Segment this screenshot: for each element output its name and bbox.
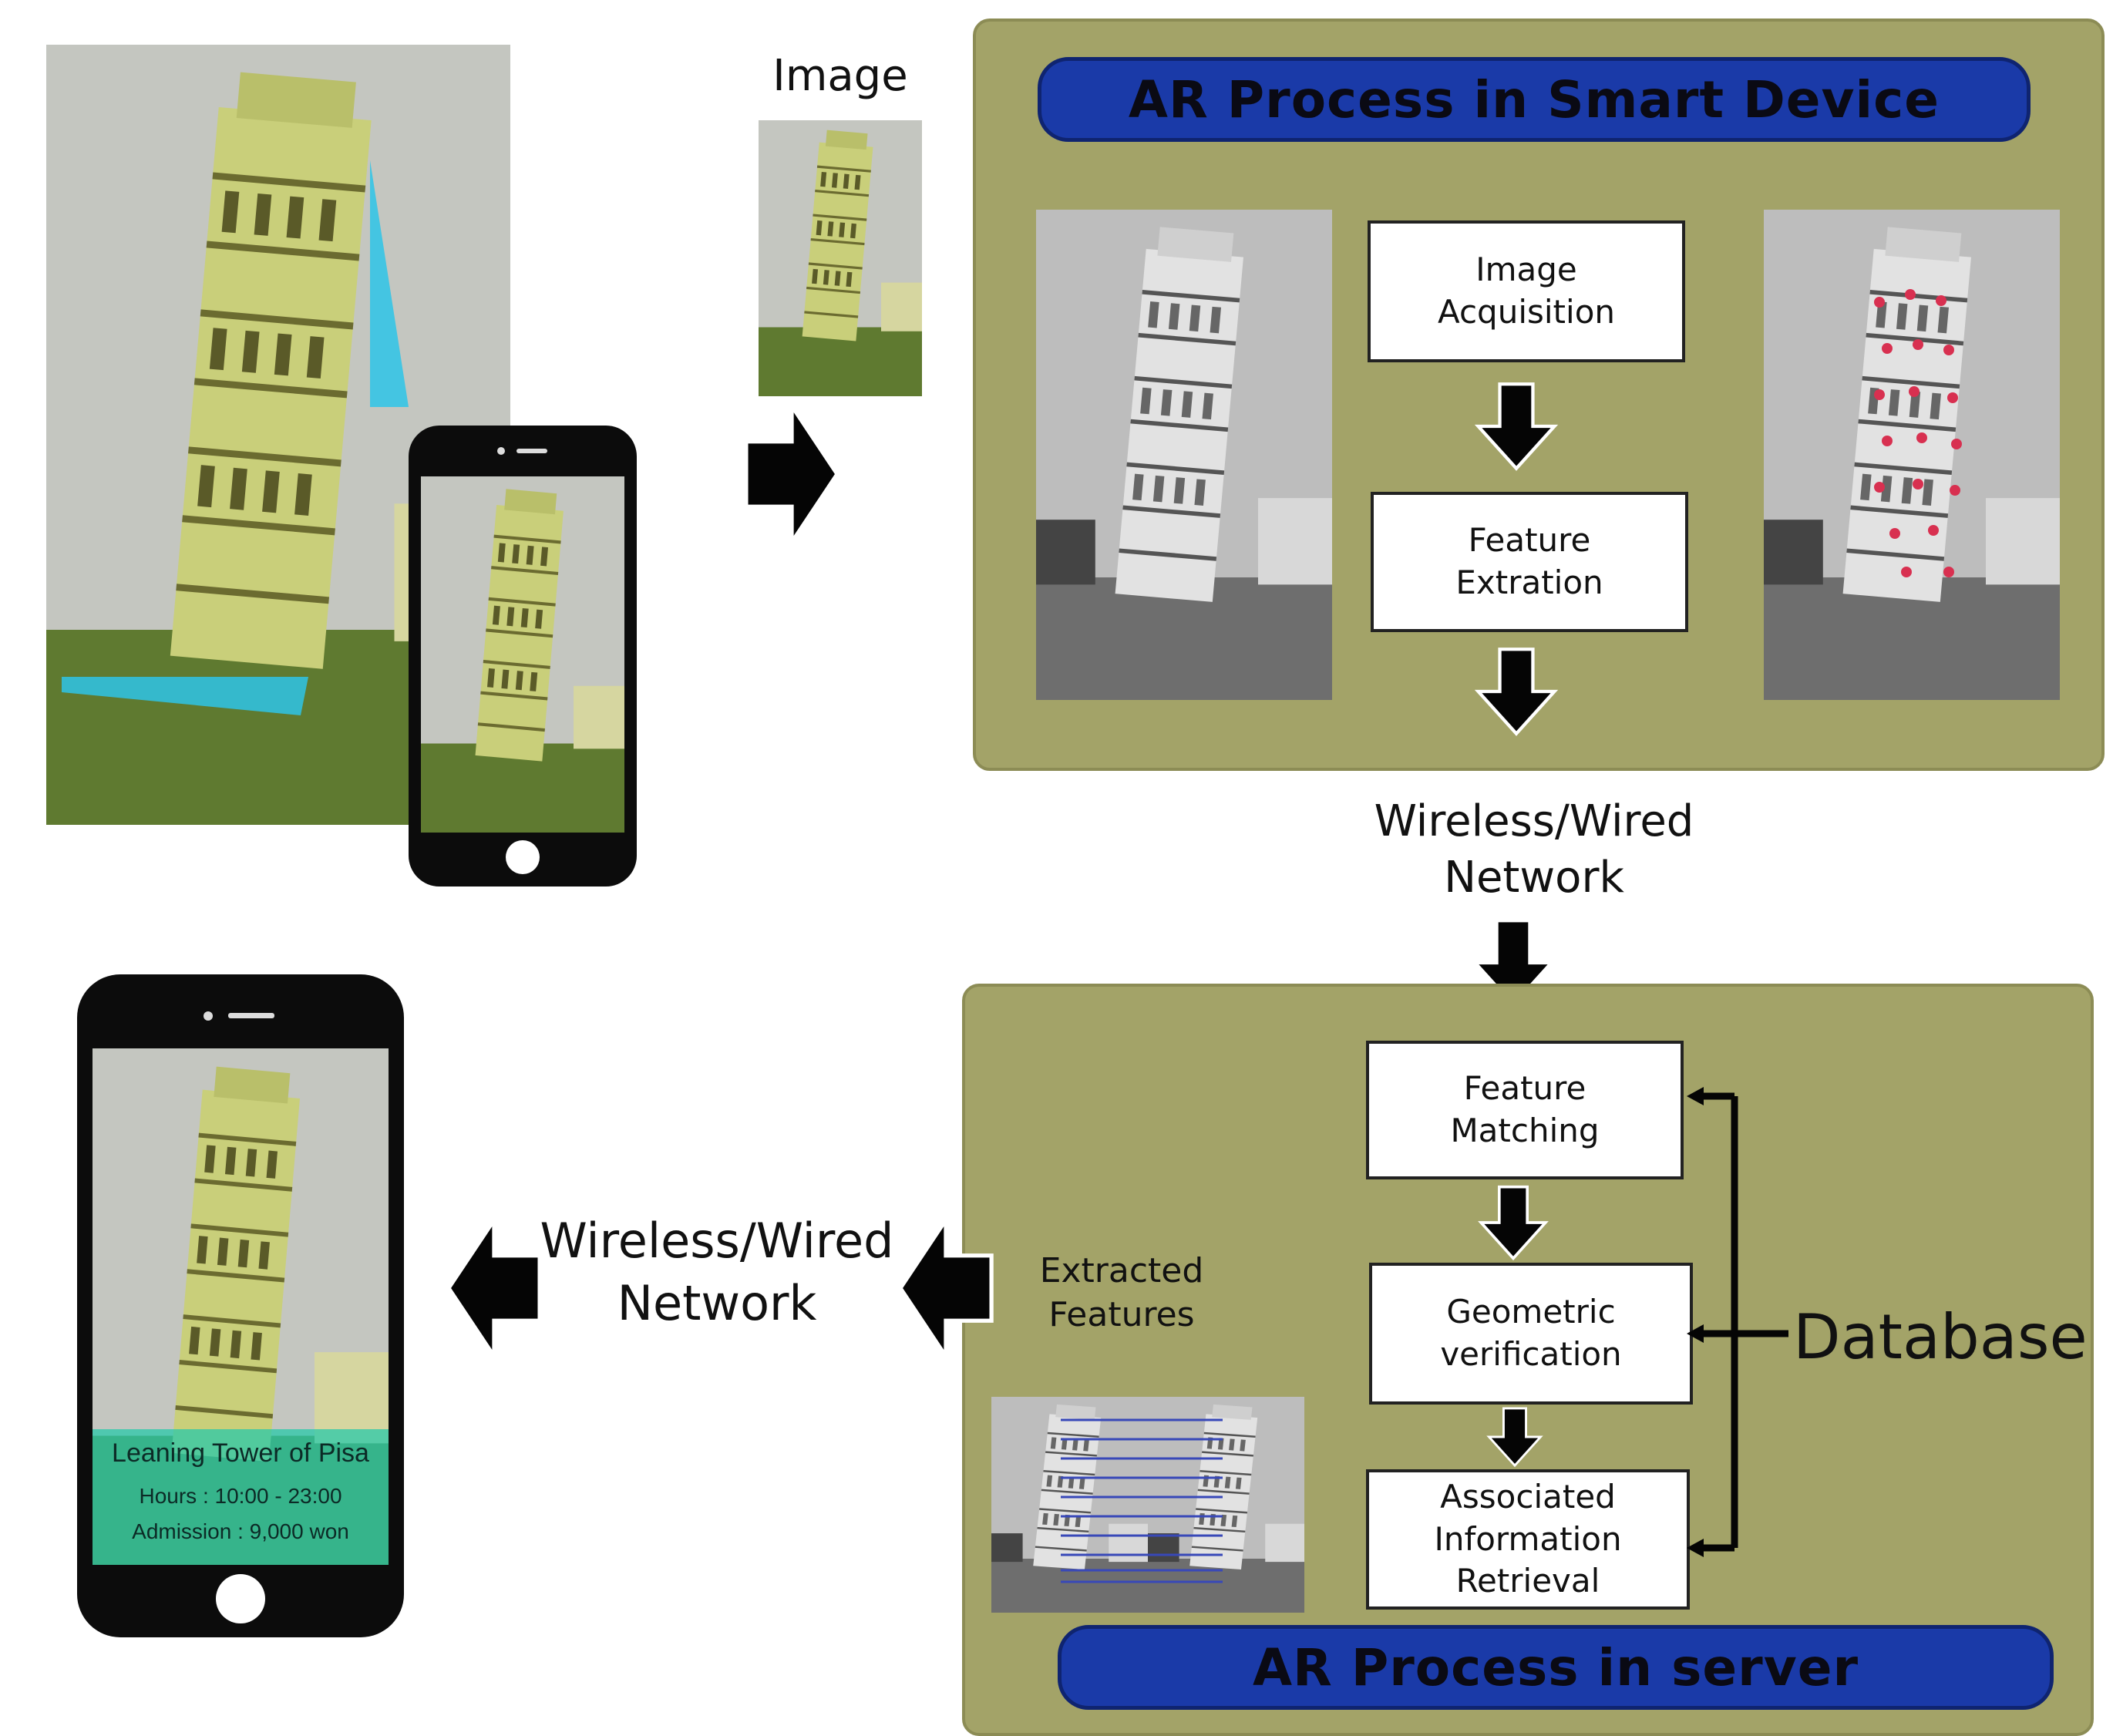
smart-device-phone <box>409 426 637 887</box>
match-lines <box>1061 1418 1223 1583</box>
step-geometric-verification: Geometric verification <box>1369 1263 1693 1405</box>
ar-info-overlay: Leaning Tower of Pisa Hours : 10:00 - 23… <box>93 1429 389 1565</box>
result-phone: Leaning Tower of Pisa Hours : 10:00 - 23… <box>77 974 404 1637</box>
step-associated-information-retrieval: Associated Information Retrieval <box>1366 1469 1690 1610</box>
database-label: Database <box>1793 1301 2088 1373</box>
device-feature-photo <box>1764 210 2060 700</box>
step-feature-matching: Feature Matching <box>1366 1041 1684 1179</box>
network-label-top: Wireless/Wired Network <box>1374 796 1694 903</box>
extracted-features-label: Extracted Features <box>1039 1251 1204 1335</box>
step-image-acquisition: Image Acquisition <box>1368 220 1685 362</box>
ar-info-hours: Hours : 10:00 - 23:00 <box>139 1484 342 1508</box>
server-panel-title: AR Process in server <box>1058 1625 2054 1710</box>
arrow-left-icon <box>896 1215 996 1361</box>
phone-screen <box>421 476 624 833</box>
database-bracket <box>1687 1087 1788 1557</box>
arrow-left-icon <box>444 1215 544 1361</box>
feature-points <box>1874 289 1962 577</box>
phone-speaker <box>516 449 547 453</box>
phone-camera <box>204 1011 213 1021</box>
phone-speaker <box>228 1013 274 1018</box>
arrow-down-icon <box>1442 1184 1585 1261</box>
arrow-down-icon <box>1445 381 1588 472</box>
device-gray-photo <box>1036 210 1332 700</box>
phone-home-button <box>216 1574 265 1623</box>
arrow-right-icon <box>742 401 842 547</box>
phone-home-button <box>506 840 540 874</box>
ar-info-title: Leaning Tower of Pisa <box>112 1438 369 1468</box>
matching-photo <box>991 1397 1304 1613</box>
result-phone-screen: Leaning Tower of Pisa Hours : 10:00 - 23… <box>93 1048 389 1565</box>
network-label-left: Wireless/Wired Network <box>540 1213 894 1331</box>
ar-highlight-shape <box>62 160 409 715</box>
image-label: Image <box>772 51 908 101</box>
device-panel-title: AR Process in Smart Device <box>1038 57 2031 142</box>
scene-photo <box>46 45 510 825</box>
ar-info-admission: Admission : 9,000 won <box>132 1519 349 1543</box>
step-feature-extraction: Feature Extration <box>1371 492 1688 632</box>
phone-camera <box>497 447 505 455</box>
arrow-down-icon <box>1443 1406 1586 1468</box>
arrow-down-icon <box>1445 646 1588 737</box>
image-thumbnail <box>759 120 922 396</box>
